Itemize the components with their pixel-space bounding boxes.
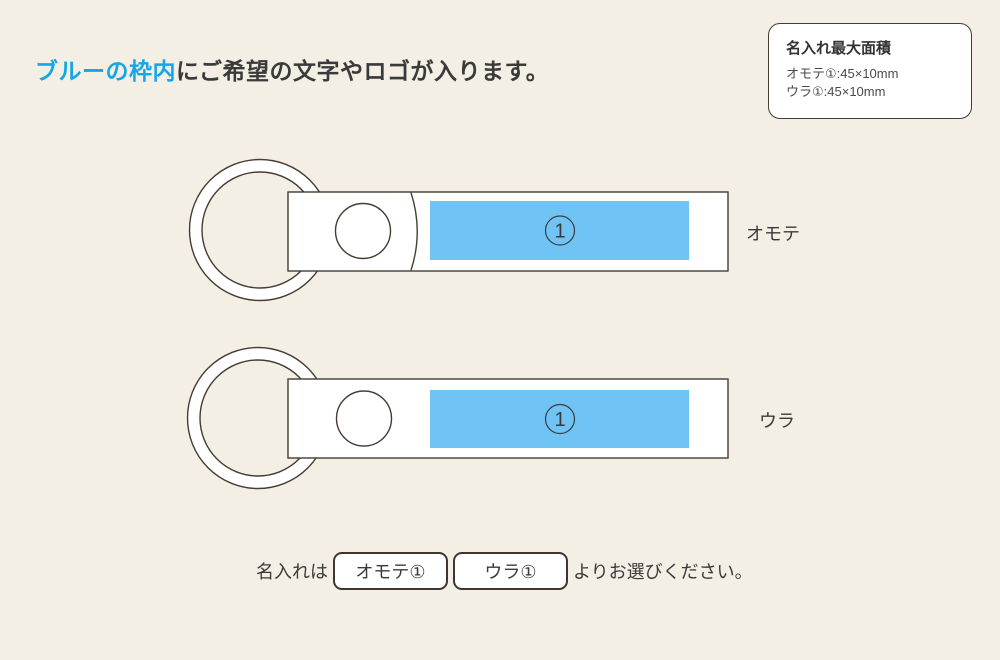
number-badge-text: 1 [554,221,565,243]
number-badge-circle [544,403,576,435]
imprint-area-front [430,201,689,260]
strap-fold-seam [410,192,418,271]
headline-rest: にご希望の文字やロゴが入ります。 [176,58,550,84]
imprint-option-row: 名入れは オモテ① ウラ① よりお選びください。 [256,550,753,592]
option-button-back[interactable]: ウラ① [453,552,568,590]
snap-button-circle [335,390,393,447]
number-badge-circle [544,215,576,246]
headline-highlight: ブルーの枠内 [35,58,176,84]
imprint-info-line-front: オモテ①:45×10mm [786,66,899,81]
imprint-info-line-back: ウラ①:45×10mm [786,84,886,99]
footer-suffix: よりお選びください。 [573,562,753,582]
snap-button-circle [334,202,392,260]
headline: ブルーの枠内にご希望の文字やロゴが入ります。 [35,52,549,86]
imprint-area-back [430,390,689,448]
option-button-front[interactable]: オモテ① [333,552,448,590]
number-badge-text: 1 [554,409,565,431]
footer-prefix: 名入れは [256,562,328,582]
keychain-front-diagram: 1 [188,158,729,302]
keychain-back-diagram: 1 [186,346,729,490]
back-label: ウラ [759,411,795,431]
front-label: オモテ [746,224,800,244]
imprint-info-title: 名入れ最大面積 [786,40,892,57]
imprint-info-box: 名入れ最大面積 オモテ①:45×10mm ウラ①:45×10mm [768,23,972,119]
